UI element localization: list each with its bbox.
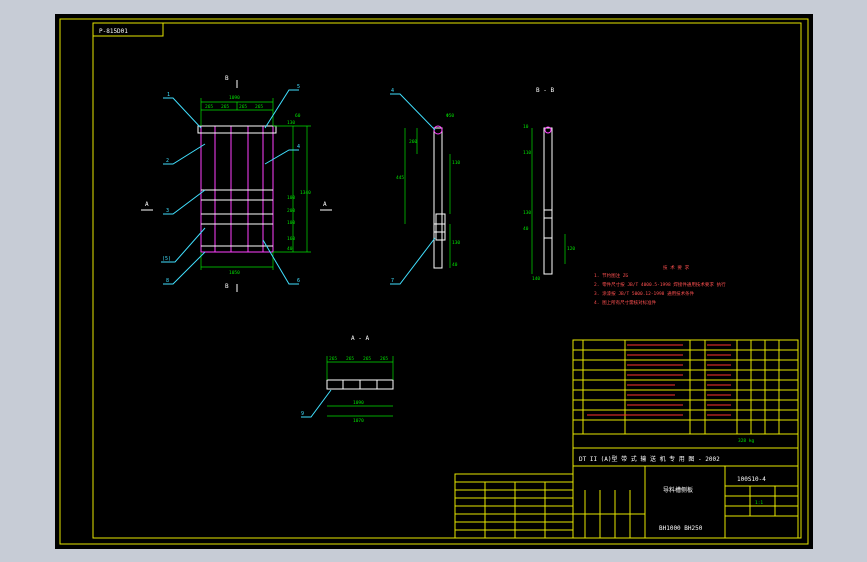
tech-item-1: 1. 节约图注 ZG xyxy=(594,272,629,279)
dim-right-7: 160 xyxy=(287,236,295,242)
aa-label: A - A xyxy=(351,335,369,342)
title-name: 导料槽侧板 xyxy=(663,486,693,494)
dim-bottom: 1050 xyxy=(229,270,240,276)
tech-title: 技 术 要 求 xyxy=(663,264,690,271)
bb-dim-2: 110 xyxy=(523,150,531,156)
section-b-top: B xyxy=(225,75,229,82)
dim-top-1: 265 xyxy=(205,104,213,110)
parts-list xyxy=(572,339,799,449)
side-dim-260: 260 xyxy=(409,139,417,145)
dim-right-1: 60 xyxy=(295,113,301,119)
title-weight: 328 kg xyxy=(738,438,755,444)
cad-drawing: P-815D01 265 265 265 265 1090 1050 xyxy=(59,18,809,545)
code-box xyxy=(92,22,164,37)
bb-section-view: B - B 10 110 130 40 140 120 xyxy=(523,87,575,282)
section-a-left: A xyxy=(145,201,149,208)
dim-right-overall: 1340 xyxy=(300,190,311,196)
inner-frame xyxy=(92,22,802,539)
tech-item-4: 4. 图上所有尺寸需核对标准件 xyxy=(594,299,657,306)
title-spec: BH1000 BH250 xyxy=(659,525,703,532)
dim-right-6: 100 xyxy=(287,220,295,226)
side-dim-130: 130 xyxy=(452,240,460,246)
title-drawing-no: DT II (A)型 带 式 输 送 机 专 用 图 - 2002 xyxy=(579,455,720,463)
tech-item-2: 2. 零件尺寸按 JB/T 4000.5-1998 焊接件通用技术要求 执行 xyxy=(594,281,726,288)
dim-right-8: 40 xyxy=(287,246,293,252)
callout-3: 3 xyxy=(166,208,169,214)
callout-2: 2 xyxy=(166,158,169,164)
side-dim-40: 40 xyxy=(452,262,458,268)
dim-top-4: 265 xyxy=(255,104,263,110)
tech-requirements: 技 术 要 求 1. 节约图注 ZG 2. 零件尺寸按 JB/T 4000.5-… xyxy=(594,264,726,306)
side-dim-445: 445 xyxy=(396,175,404,181)
callout-8: 8 xyxy=(166,278,169,284)
aa-dim-2: 265 xyxy=(346,356,354,362)
bb-dim-5: 140 xyxy=(532,276,540,282)
bb-dim-4: 40 xyxy=(523,226,529,232)
title-scale: 1:1 xyxy=(755,500,763,506)
dim-right-5: 200 xyxy=(287,208,295,214)
bb-dim-3: 130 xyxy=(523,210,531,216)
drawing-sheet: P-815D01 265 265 265 265 1090 1050 xyxy=(55,14,813,549)
aa-dim-outer: 1070 xyxy=(353,418,364,424)
side-view: Φ50 260 445 110 130 40 4 7 xyxy=(390,88,460,285)
aa-dim-4: 265 xyxy=(380,356,388,362)
drawing-code: P-815D01 xyxy=(99,28,128,35)
side-callout-4: 4 xyxy=(391,88,394,94)
side-callout-7: 7 xyxy=(391,278,394,284)
front-view: 265 265 265 265 1090 1050 60 130 100 134… xyxy=(141,75,332,292)
bb-label: B - B xyxy=(536,87,554,94)
aa-section-view: A - A 265 265 265 265 1090 1070 9 xyxy=(301,335,394,424)
dim-top-3: 265 xyxy=(239,104,247,110)
bb-dim-1: 10 xyxy=(523,124,529,130)
callout-5: 5 xyxy=(297,84,300,90)
tech-item-3: 3. 涂漆按 JB/T 5000.12-1998 通用技术条件 xyxy=(594,290,695,297)
section-b-bottom: B xyxy=(225,283,229,290)
bb-dim-6: 120 xyxy=(567,246,575,252)
aa-dim-3: 265 xyxy=(363,356,371,362)
dim-overall-top: 1090 xyxy=(229,95,240,101)
callout-1: 1 xyxy=(167,92,170,98)
dim-right-2: 130 xyxy=(287,120,295,126)
title-part-code: 100S10-4 xyxy=(737,476,766,483)
outer-frame xyxy=(59,18,809,545)
callout-4: 4 xyxy=(297,144,300,150)
aa-dim-inner: 1090 xyxy=(353,400,364,406)
side-dim-110: 110 xyxy=(452,160,460,166)
dim-right-3: 100 xyxy=(287,195,295,201)
section-a-right: A xyxy=(323,201,327,208)
title-block: DT II (A)型 带 式 输 送 机 专 用 图 - 2002 100S10… xyxy=(454,438,799,539)
callout-6: 6 xyxy=(297,278,300,284)
aa-callout-9: 9 xyxy=(301,411,304,417)
callout-5-paren: (5) xyxy=(162,256,171,262)
side-dim-phi: Φ50 xyxy=(446,113,454,119)
aa-dim-1: 265 xyxy=(329,356,337,362)
dim-top-2: 265 xyxy=(221,104,229,110)
